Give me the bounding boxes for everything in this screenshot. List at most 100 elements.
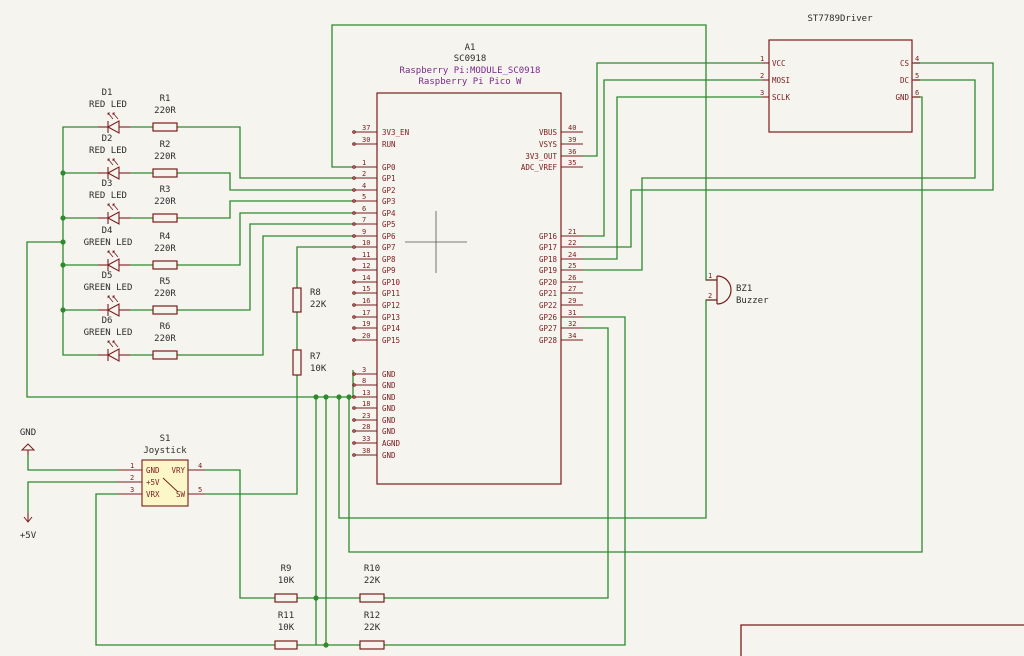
pico-pin-end (352, 245, 356, 249)
pico-pin-number: 11 (362, 251, 370, 259)
pico-pin-name: GND (382, 416, 396, 425)
pico-pin-name: GND (382, 404, 396, 413)
gnd-symbol: GND (20, 428, 36, 455)
joystick-body (141, 459, 189, 507)
pico-pin-name: AGND (382, 439, 401, 448)
pico-pin-number: 28 (362, 423, 370, 431)
pico-pin-number: 4 (362, 182, 366, 190)
pico-pin-end (352, 188, 356, 192)
buzzer-pin1: 1 (708, 272, 712, 280)
pico-pin-name: ADC_VREF (521, 163, 558, 172)
pico-pin-number: 34 (568, 332, 576, 340)
led-value: RED LED (89, 146, 127, 156)
pico-pin-name: GP14 (382, 324, 401, 333)
pico-pin-number: 33 (362, 435, 370, 443)
resistor-r11: R11 10K (274, 611, 298, 650)
pico-pin-end (352, 176, 356, 180)
pico-pin-end (352, 418, 356, 422)
pico-body (376, 92, 562, 485)
pico-ref: A1 (465, 43, 476, 53)
led-triangle (106, 120, 120, 134)
pico-pin-number: 9 (362, 228, 366, 236)
st7789-pin-name: CS (900, 59, 910, 68)
title-block-border (740, 624, 1024, 656)
led-light-arrows (107, 203, 119, 211)
pico-pin-number: 22 (568, 239, 576, 247)
pico-pin-number: 27 (568, 285, 576, 293)
pico-pin-name: GP27 (539, 324, 557, 333)
pico-pin-end (352, 142, 356, 146)
pico-pin-end (352, 199, 356, 203)
led-light-arrows (107, 340, 119, 348)
pico-pin-name: GP12 (382, 301, 400, 310)
r8-value: 22K (310, 300, 327, 310)
pico-pin-name: GP0 (382, 163, 396, 172)
resistor-ref: R6 (160, 322, 171, 332)
pico-name: Raspberry Pi Pico W (419, 77, 523, 87)
led-value: GREEN LED (84, 283, 133, 293)
buzzer-value: Buzzer (736, 296, 769, 306)
led-light-arrows (107, 250, 119, 258)
pico-pin-name: GP16 (539, 232, 558, 241)
pico-pin-end (352, 165, 356, 169)
pico-pin-number: 18 (362, 400, 370, 408)
resistor-ref: R1 (160, 94, 171, 104)
pico-pin-name: GP15 (382, 336, 400, 345)
pico-pin-end (352, 326, 356, 330)
pico-value: SC0918 (454, 54, 487, 64)
pico-pin-number: 6 (362, 205, 366, 213)
joy-label-vrx: VRX (146, 490, 160, 499)
pico-pin-end (352, 268, 356, 272)
pico-footprint: Raspberry Pi:MODULE_SC0918 (400, 66, 541, 76)
pico-pin-name: GP5 (382, 220, 396, 229)
joy-label-vry: VRY (171, 466, 185, 475)
pico-pin-end (352, 291, 356, 295)
r7-value: 10K (310, 364, 327, 374)
r11-ref: R11 (278, 611, 294, 621)
vcc-label: +5V (20, 531, 37, 541)
resistor-r12: R12 22K (359, 611, 385, 650)
r9-value: 10K (278, 576, 295, 586)
r10-ref: R10 (364, 564, 380, 574)
resistor-body (152, 305, 178, 315)
led-triangle (106, 258, 120, 272)
pico-pin-end (352, 280, 356, 284)
pico-pin-name: GP10 (382, 278, 401, 287)
st7789-pin-number: 1 (760, 55, 764, 63)
pico-pin-number: 36 (568, 148, 576, 156)
led-ref: D2 (102, 134, 113, 144)
pico-pin-name: GP17 (539, 243, 557, 252)
joystick-value: Joystick (143, 446, 187, 456)
pico-pin-end (352, 257, 356, 261)
st7789-pin-number: 4 (915, 55, 919, 63)
r7-ref: R7 (310, 352, 321, 362)
pico-pin-name: GND (382, 451, 396, 460)
pico-pin-name: GP1 (382, 174, 396, 183)
pico-pin-number: 19 (362, 320, 370, 328)
pico-pin-name: GND (382, 393, 396, 402)
pico-pin-number: 29 (568, 297, 576, 305)
pico-pin-number: 8 (362, 377, 366, 385)
pico-pin-name: GP20 (539, 278, 558, 287)
joy-pin-1: 1 (130, 462, 134, 470)
pico-w-module: A1 SC0918 Raspberry Pi:MODULE_SC0918 Ras… (352, 43, 583, 485)
resistor-ref: R3 (160, 185, 171, 195)
pico-pin-number: 38 (362, 447, 370, 455)
resistor-ref: R5 (160, 277, 171, 287)
st7789-body (768, 39, 913, 133)
pico-pin-end (352, 315, 356, 319)
pico-pin-number: 30 (362, 136, 370, 144)
joystick-s1: S1 Joystick 1 2 3 4 5 GND +5V VRX VRY SW (118, 434, 205, 507)
pico-pin-end (352, 234, 356, 238)
pico-pin-number: 25 (568, 262, 576, 270)
pico-pin-number: 5 (362, 193, 366, 201)
pico-pin-name: GP7 (382, 243, 396, 252)
pico-pin-end (352, 303, 356, 307)
